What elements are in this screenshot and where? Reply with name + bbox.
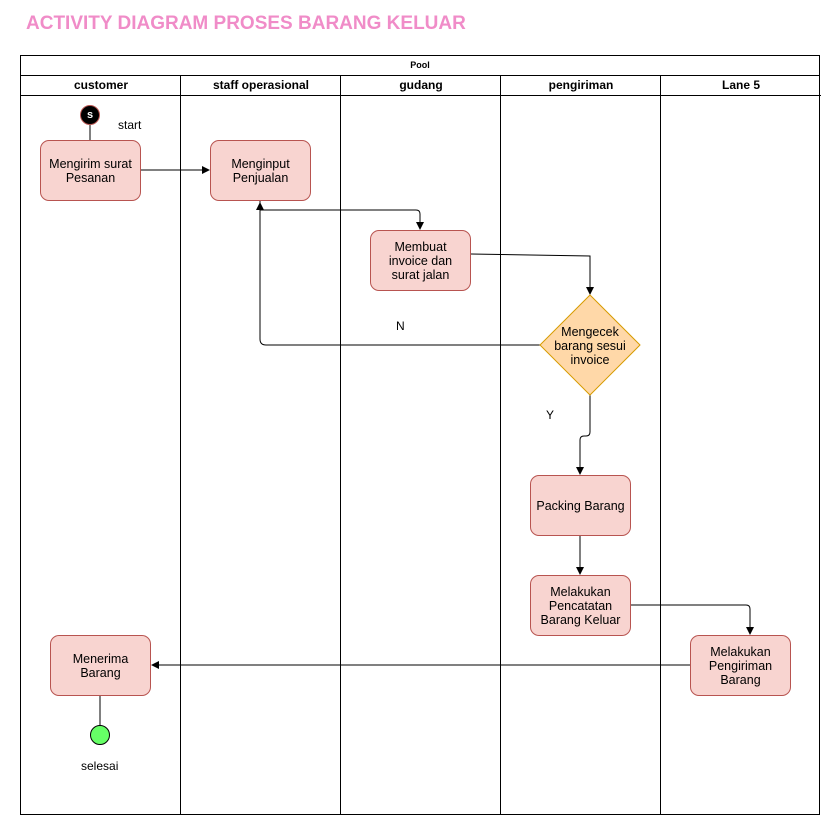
end-node — [90, 725, 110, 745]
decision-mengecek-barang[interactable]: Mengecek barang sesui invoice — [554, 325, 626, 367]
activity-mengirim-surat-pesanan[interactable]: Mengirim surat Pesanan — [40, 140, 141, 201]
edge-mengecek-no-to-menginput — [256, 202, 540, 346]
activity-packing-barang[interactable]: Packing Barang — [530, 475, 631, 536]
activity-menerima-barang[interactable]: Menerima Barang — [50, 635, 151, 696]
activity-menginput-penjualan[interactable]: Menginput Penjualan — [210, 140, 311, 201]
diagram-title: ACTIVITY DIAGRAM PROSES BARANG KELUAR — [26, 13, 466, 34]
lane-pengiriman: pengiriman — [501, 76, 661, 815]
lane-staff-operasional: staff operasional — [181, 76, 341, 815]
edge-mengecek-yes-to-packing — [576, 395, 591, 475]
activity-membuat-invoice[interactable]: Membuat invoice dan surat jalan — [370, 230, 471, 291]
edge-membuat-to-mengecek — [470, 253, 594, 295]
start-label: start — [118, 118, 142, 132]
lane-header-customer: customer — [21, 76, 181, 96]
lane-divider — [340, 76, 341, 815]
edge-label-no: N — [396, 319, 405, 333]
edge-menginput-to-membuat — [259, 200, 424, 230]
lane-gudang: gudang — [341, 76, 501, 815]
pool-header: Pool — [21, 56, 819, 76]
lane-header-lane-5: Lane 5 — [661, 76, 821, 96]
lane-header-pengiriman: pengiriman — [501, 76, 661, 96]
lane-divider — [660, 76, 661, 815]
edge-label-yes: Y — [546, 408, 555, 422]
activity-pengiriman-barang[interactable]: Melakukan Pengiriman Barang — [690, 635, 791, 696]
edge-pencatatan-to-pengiriman — [631, 604, 754, 635]
start-node: s — [80, 105, 100, 125]
lane-header-gudang: gudang — [341, 76, 501, 96]
lane-divider — [180, 76, 181, 815]
decision-diamond — [539, 294, 641, 396]
end-label: selesai — [81, 759, 119, 773]
lane-5: Lane 5 — [661, 76, 821, 815]
pool: Pool customer staff operasional gudang p… — [20, 55, 821, 815]
lane-header-staff-operasional: staff operasional — [181, 76, 341, 96]
activity-pencatatan-barang-keluar[interactable]: Melakukan Pencatatan Barang Keluar — [530, 575, 631, 636]
lane-customer: customer — [21, 76, 181, 815]
lane-divider — [500, 76, 501, 815]
